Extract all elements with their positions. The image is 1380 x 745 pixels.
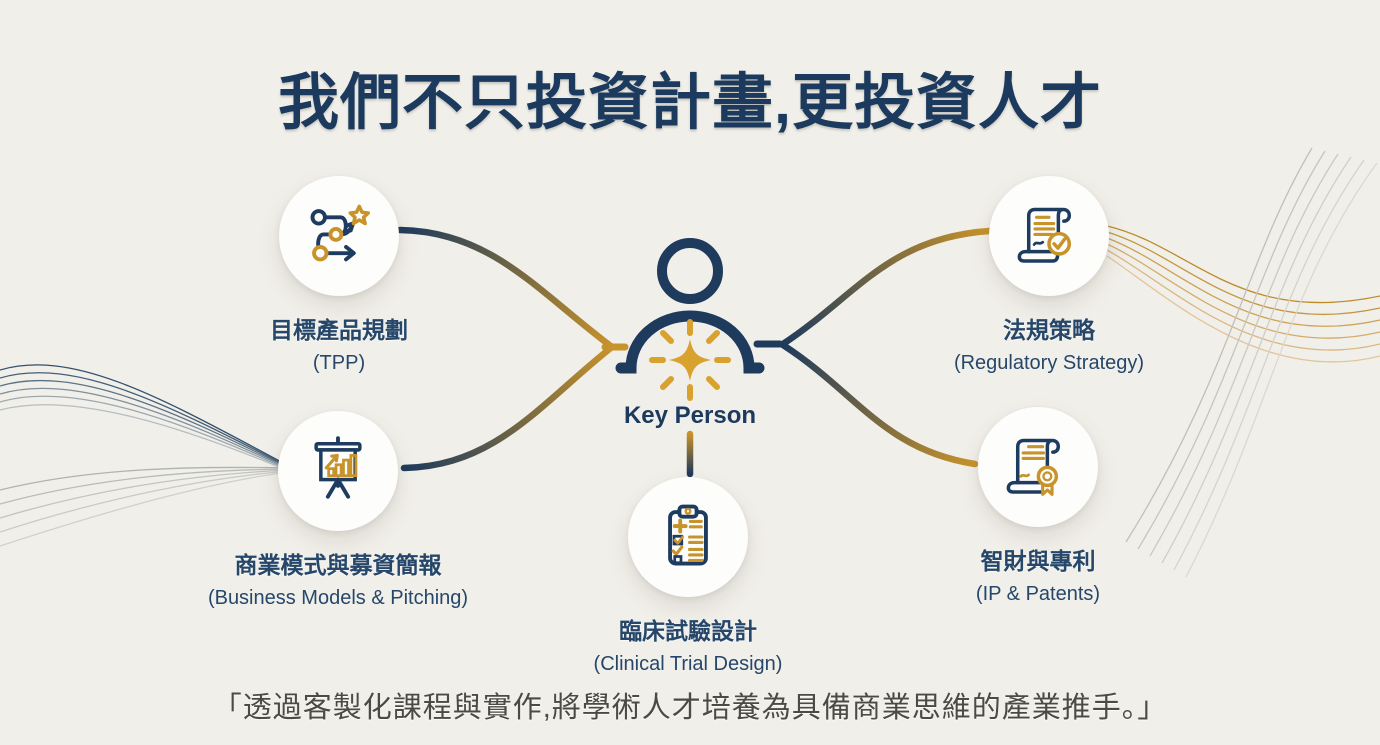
node-label-en: (TPP) [312,352,366,374]
person-sparkle-icon [615,238,765,401]
page-title: 我們不只投資計畫,更投資人才 [278,68,1102,136]
sparkle-rays [649,319,731,401]
presentation-chart-icon [314,436,362,499]
connector-lines-left [396,226,629,472]
left-wave-lines [0,364,290,547]
node-circle-clinical [628,477,748,597]
key-person-label: Key Person [623,402,757,429]
connector-lines-right [753,227,993,468]
clipboard-checklist-icon [668,504,708,566]
node-business: 商業模式與募資簡報 (Business Models & Pitching) [178,411,498,610]
node-label-en: (Clinical Trial Design) [593,653,783,675]
node-clinical: 臨床試驗設計 (Clinical Trial Design) [528,477,848,676]
node-label-en: (IP & Patents) [975,583,1101,605]
node-label-zh: 智財與專利 [980,548,1096,574]
right-wave-lines [1106,147,1380,578]
node-circle-ip [978,407,1098,527]
node-label-zh: 臨床試驗設計 [619,618,757,644]
node-circle-regulatory [989,176,1109,296]
scroll-check-icon [1017,207,1072,263]
node-circle-tpp [279,176,399,296]
node-label-en: (Regulatory Strategy) [953,352,1145,374]
node-label-en: (Business Models & Pitching) [207,587,469,609]
node-ip: 智財與專利 (IP & Patents) [878,407,1198,606]
roadmap-star-icon [310,204,371,262]
node-label-zh: 商業模式與募資簡報 [234,552,442,578]
scroll-medal-icon [1006,438,1061,496]
node-tpp: 目標產品規劃 (TPP) [179,176,499,375]
sparkle-star [669,339,711,381]
bottom-quote: 「透過客製化課程與實作,將學術人才培養為具備商業思維的產業推手。」 [212,692,1168,724]
node-label-zh: 法規策略 [1003,317,1095,343]
node-label-zh: 目標產品規劃 [270,317,408,343]
node-regulatory: 法規策略 (Regulatory Strategy) [889,176,1209,375]
node-circle-business [278,411,398,531]
